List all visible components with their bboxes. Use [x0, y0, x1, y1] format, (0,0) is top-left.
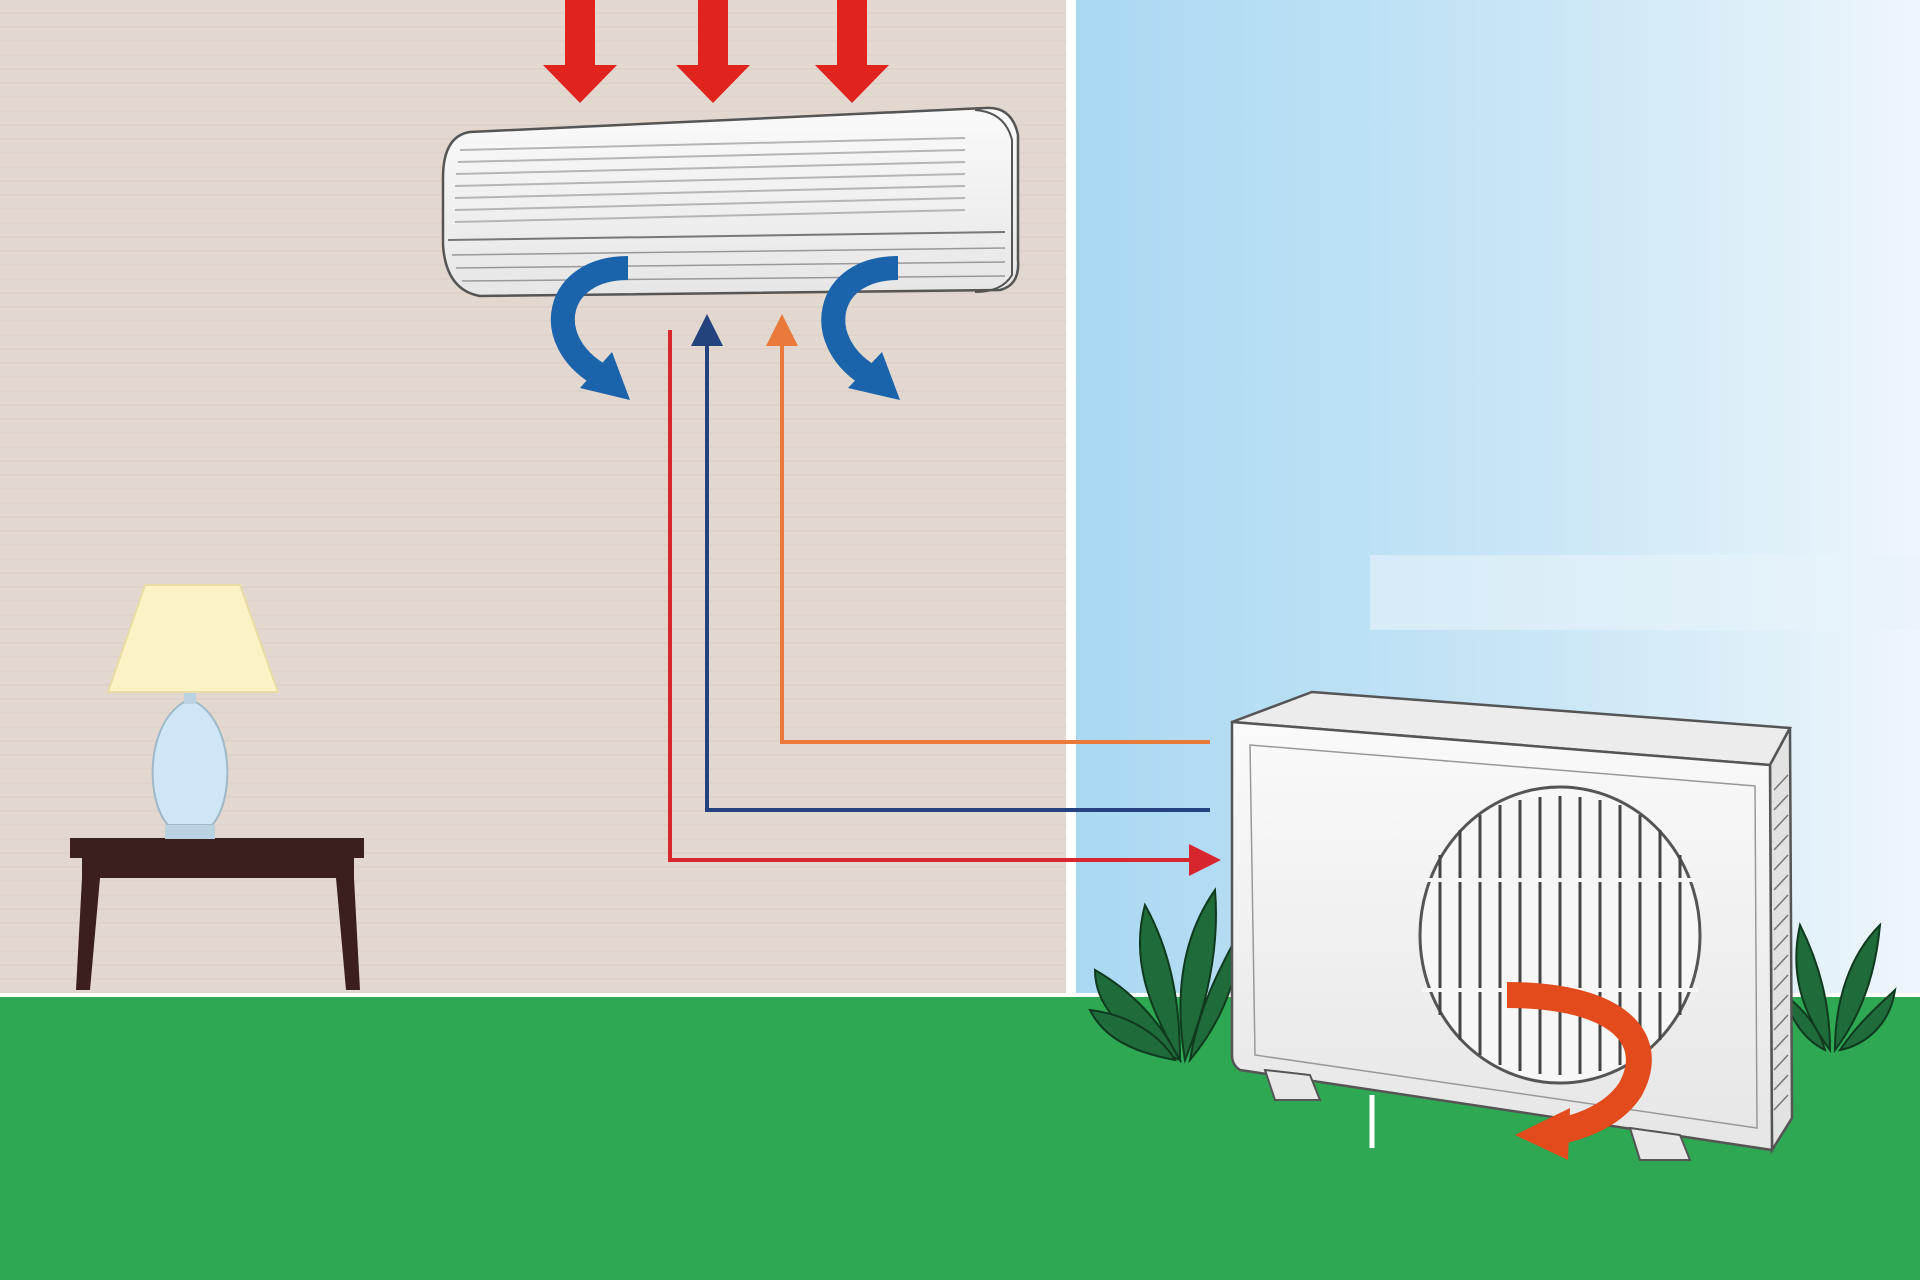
side-table [70, 838, 364, 990]
outdoor-unit-foot [1263, 1068, 1322, 1101]
refrigerant-lines [668, 314, 1221, 876]
outdoor-unit-front-inset [1249, 744, 1758, 1129]
outdoor-unit-side [1768, 727, 1794, 1155]
lampshade [106, 584, 280, 693]
outdoor-unit-side-vents [1773, 774, 1789, 1111]
indoor-airflow-arrows [550, 256, 900, 400]
outdoor-unit-foot [1628, 1126, 1692, 1161]
refrigerant-line-cold [691, 314, 1210, 812]
refrigerant-line-hot [668, 330, 1221, 876]
down-arrow-icon [543, 0, 617, 103]
curved-arrow-icon [550, 256, 630, 400]
heat-input-arrows [543, 0, 889, 103]
outdoor-exhaust-arrow [1506, 982, 1652, 1160]
down-arrow-icon [676, 0, 750, 103]
plant-icon [1783, 922, 1897, 1054]
lamp-stand [165, 825, 215, 839]
curved-arrow-icon [821, 256, 900, 400]
outdoor-ac-unit [1230, 690, 1794, 1161]
lamp-neck [184, 690, 196, 704]
down-arrow-icon [815, 0, 889, 103]
horizon-haze [1370, 555, 1920, 630]
lamp-icon [106, 584, 280, 839]
indoor-unit-end-cap [974, 109, 1013, 293]
indoor-unit-grille [454, 137, 966, 223]
indoor-ac-unit [441, 106, 1020, 298]
plant-icon [1088, 887, 1241, 1064]
indoor-unit-louver [451, 247, 1006, 282]
refrigerant-line-warm [766, 314, 1210, 744]
curved-arrow-icon [1506, 982, 1652, 1160]
fan-grille [1418, 785, 1702, 1085]
wall-edge [1066, 0, 1076, 995]
indoor-unit-panel-edge [447, 231, 1006, 241]
